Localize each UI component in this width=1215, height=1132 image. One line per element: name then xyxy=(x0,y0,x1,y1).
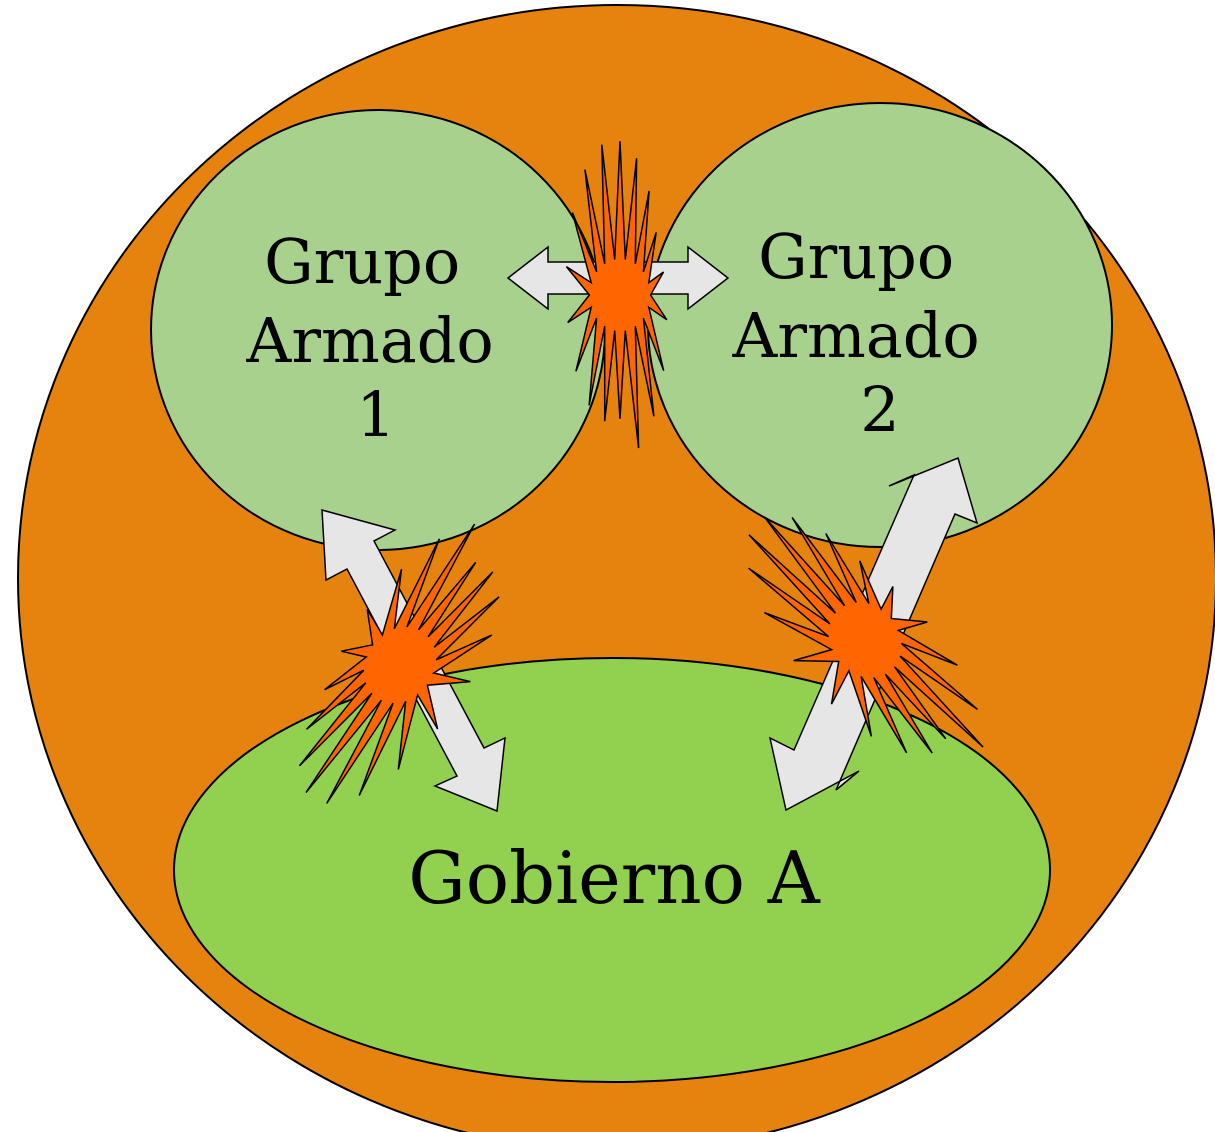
armed-group-2-line-3: 2 xyxy=(860,373,899,446)
government-label: Gobierno A xyxy=(408,836,821,920)
conflict-bursts xyxy=(298,141,984,804)
armed-group-1-line-1: Grupo xyxy=(264,225,460,298)
armed-group-1-label: Grupo Armado 1 xyxy=(246,225,514,451)
armed-group-2-line-1: Grupo xyxy=(758,220,954,293)
explosion-burst-icon xyxy=(298,523,500,804)
explosion-burst-icon xyxy=(565,141,668,449)
armed-group-2-line-2: Armado xyxy=(732,299,980,372)
armed-group-1-line-2: Armado xyxy=(246,304,494,377)
armed-group-2-label: Grupo Armado 2 xyxy=(732,220,1000,446)
armed-group-1-line-3: 1 xyxy=(356,378,395,451)
explosion-burst-icon xyxy=(748,516,984,754)
